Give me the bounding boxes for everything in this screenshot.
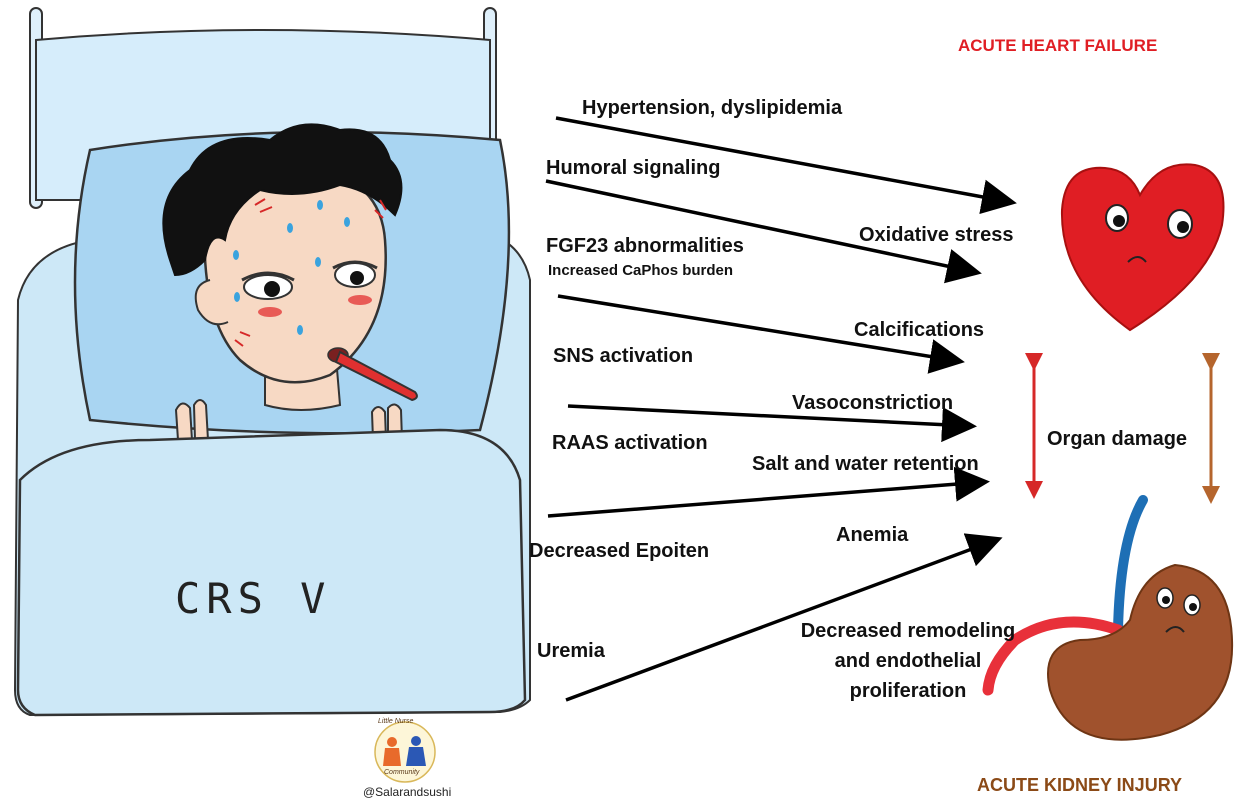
label-vasoconstriction: Vasoconstriction: [792, 392, 953, 415]
label-caphos: Increased CaPhos burden: [548, 262, 733, 279]
label-humoral: Humoral signaling: [546, 157, 720, 180]
label-raas: RAAS activation: [552, 432, 708, 455]
label-organ-damage: Organ damage: [1047, 428, 1187, 451]
label-epoiten: Decreased Epoiten: [529, 540, 709, 563]
label-remodeling-line1: Decreased remodeling: [788, 620, 1028, 643]
label-sns: SNS activation: [553, 345, 693, 368]
label-salt-water: Salt and water retention: [752, 453, 979, 476]
heart-illustration: [1062, 164, 1224, 330]
blanket: [18, 430, 525, 715]
kidney-injury-title: ACUTE KIDNEY INJURY: [977, 775, 1182, 796]
label-fgf23: FGF23 abnormalities: [546, 235, 744, 258]
arrow-raas: [548, 482, 983, 516]
label-remodeling-line3: proliferation: [788, 680, 1028, 703]
label-oxidative: Oxidative stress: [859, 224, 1014, 247]
logo-bottom-text: Community: [384, 769, 419, 777]
label-calcifications: Calcifications: [854, 319, 984, 342]
credit-handle: @Salarandsushi: [363, 786, 451, 800]
label-anemia: Anemia: [836, 524, 908, 547]
heart-failure-title: ACUTE HEART FAILURE: [958, 36, 1157, 56]
label-hypertension: Hypertension, dyslipidemia: [582, 97, 842, 120]
label-uremia: Uremia: [537, 640, 605, 663]
blanket-crs-text: CRS V: [175, 575, 331, 623]
logo-top-text: Little Nurse: [378, 718, 413, 726]
label-remodeling-line2: and endothelial: [788, 650, 1028, 673]
